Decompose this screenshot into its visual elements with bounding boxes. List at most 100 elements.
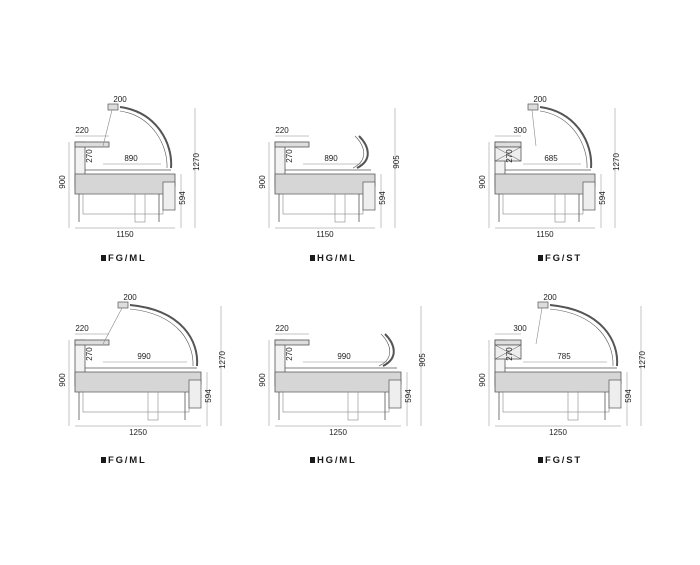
curved-front-glass bbox=[539, 106, 593, 169]
shelf-height-label: 270 bbox=[85, 347, 94, 361]
overall-width-label: 1150 bbox=[316, 230, 334, 239]
front-panel bbox=[582, 181, 596, 211]
model-caption-fg-ml-2: FG/ML bbox=[101, 455, 147, 466]
height-label: 900 bbox=[258, 175, 267, 189]
curved-front-glass-inner bbox=[539, 110, 588, 169]
front-panel bbox=[362, 181, 376, 211]
storage-box-diagonal bbox=[494, 146, 522, 162]
top-width-label: 200 bbox=[123, 293, 137, 302]
curved-front-glass-inner bbox=[119, 110, 168, 169]
total-height-label: 1270 bbox=[612, 153, 621, 171]
overall-width-label: 1150 bbox=[536, 230, 554, 239]
total-height-label: 1270 bbox=[192, 153, 201, 171]
overall-width-label: 1250 bbox=[129, 428, 147, 437]
middle-support bbox=[554, 193, 566, 223]
base-frame bbox=[82, 193, 164, 215]
top-width-label: 200 bbox=[113, 95, 127, 104]
cabinet-body bbox=[274, 371, 402, 393]
model-caption-hg-ml-2: HG/ML bbox=[310, 455, 357, 466]
base-frame bbox=[82, 391, 190, 413]
top-shelf bbox=[494, 339, 522, 346]
front-glass bbox=[382, 333, 395, 367]
rear-connector bbox=[102, 307, 123, 345]
cabinet-body bbox=[494, 371, 622, 393]
top-lamp-housing bbox=[537, 301, 549, 309]
top-shelf bbox=[274, 141, 310, 148]
cabinet-body bbox=[74, 173, 176, 195]
top-lamp-housing bbox=[107, 103, 119, 111]
middle-support bbox=[567, 391, 579, 421]
base-frame bbox=[502, 391, 610, 413]
top-shelf bbox=[74, 141, 110, 148]
top-shelf bbox=[274, 339, 310, 346]
rear-connector bbox=[535, 307, 543, 345]
overall-width-label: 1250 bbox=[329, 428, 347, 437]
curved-front-glass-inner bbox=[129, 308, 194, 367]
shelf-height-label: 270 bbox=[85, 149, 94, 163]
curved-front-glass bbox=[549, 304, 619, 367]
base-frame bbox=[282, 391, 390, 413]
front-panel bbox=[162, 181, 176, 211]
counter-height-label: 594 bbox=[598, 191, 607, 205]
middle-support bbox=[134, 193, 146, 223]
counter-height-label: 594 bbox=[378, 191, 387, 205]
curved-front-glass bbox=[129, 304, 199, 367]
middle-support bbox=[147, 391, 159, 421]
total-height-label: 905 bbox=[392, 155, 401, 169]
total-height-label: 905 bbox=[418, 353, 427, 367]
cabinet-body bbox=[274, 173, 376, 195]
counter-height-label: 594 bbox=[178, 191, 187, 205]
curved-front-glass-inner bbox=[549, 308, 614, 367]
rear-connector bbox=[531, 109, 537, 147]
model-caption-fg-st-2: FG/ST bbox=[538, 455, 582, 466]
inner-depth-label: 990 bbox=[337, 352, 351, 361]
height-label: 900 bbox=[478, 175, 487, 189]
overall-width-label: 1150 bbox=[116, 230, 134, 239]
inner-depth-label: 685 bbox=[544, 154, 558, 163]
total-height-label: 1270 bbox=[638, 351, 647, 369]
shelf-height-label: 270 bbox=[285, 347, 294, 361]
inner-depth-label: 890 bbox=[324, 154, 338, 163]
counter-height-label: 594 bbox=[624, 389, 633, 403]
model-caption-hg-ml-1: HG/ML bbox=[310, 253, 357, 264]
shelf-height-label: 270 bbox=[505, 347, 514, 361]
middle-support bbox=[334, 193, 346, 223]
inner-depth-label: 785 bbox=[557, 352, 571, 361]
shelf-width-label: 300 bbox=[513, 324, 527, 333]
shelf-width-label: 220 bbox=[275, 126, 289, 135]
height-label: 900 bbox=[258, 373, 267, 387]
shelf-width-label: 220 bbox=[75, 324, 89, 333]
shelf-width-label: 300 bbox=[513, 126, 527, 135]
front-glass-inner bbox=[378, 333, 391, 367]
total-height-label: 1270 bbox=[218, 351, 227, 369]
cabinet-body bbox=[74, 371, 202, 393]
front-panel bbox=[388, 379, 402, 409]
base-frame bbox=[282, 193, 364, 215]
storage-box-diagonal bbox=[494, 344, 522, 360]
top-lamp-housing bbox=[117, 301, 129, 309]
overall-width-label: 1250 bbox=[549, 428, 567, 437]
top-lamp-housing bbox=[527, 103, 539, 111]
counter-height-label: 594 bbox=[204, 389, 213, 403]
top-width-label: 200 bbox=[533, 95, 547, 104]
front-panel bbox=[188, 379, 202, 409]
front-glass bbox=[356, 135, 369, 169]
cabinet-body bbox=[494, 173, 596, 195]
